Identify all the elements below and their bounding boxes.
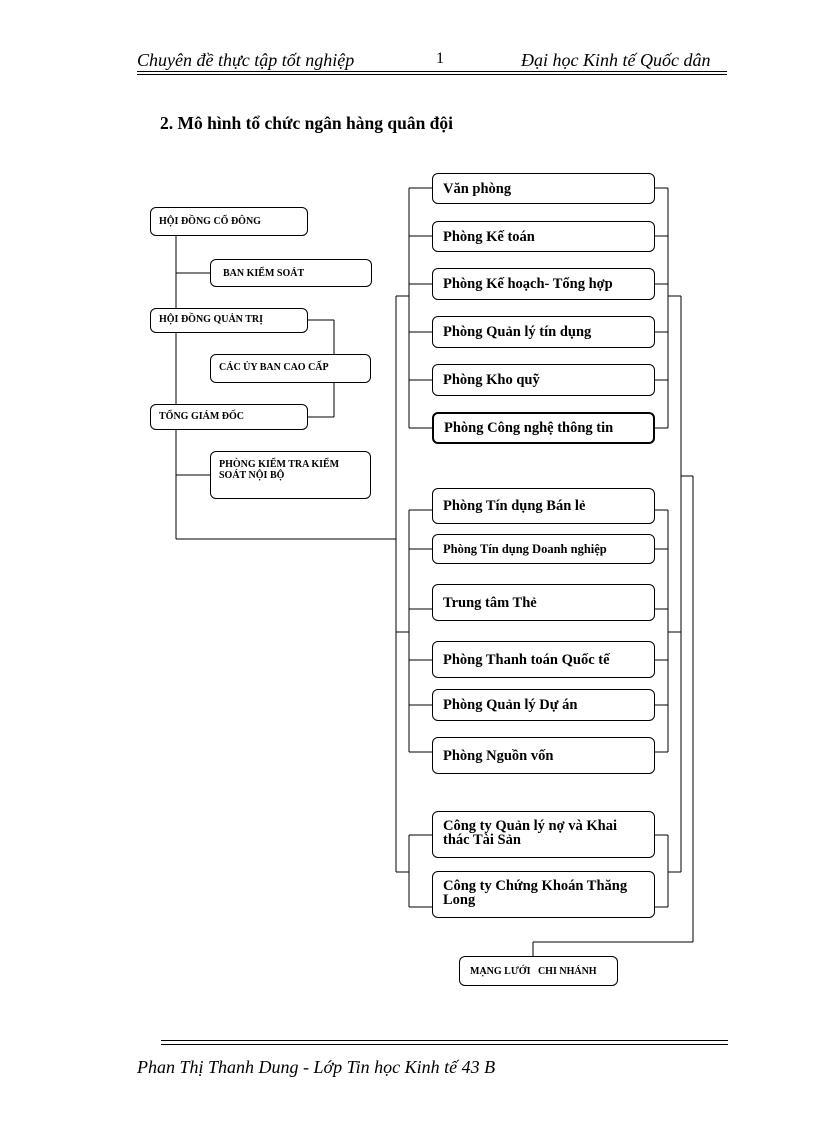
header-right-text: Đại học Kinh tế Quốc dân — [521, 50, 711, 70]
box-phong-ke-toan: Phòng Kế toán — [432, 221, 655, 252]
box-trung-tam-the: Trung tâm Thẻ — [432, 584, 655, 621]
box-hoi-dong-quan-tri: HỘI ĐỒNG QUẢN TRỊ — [150, 308, 308, 333]
box-phong-cong-nghe-thong-tin: Phòng Công nghệ thông tin — [432, 412, 655, 444]
box-cong-ty-quan-ly-no: Công ty Quản lý nợ và Khai thác Tài Sản — [432, 811, 655, 858]
box-phong-tin-dung-doanh-nghiep: Phòng Tín dụng Doanh nghiệp — [432, 534, 655, 564]
box-phong-kho-quy: Phòng Kho quỹ — [432, 364, 655, 396]
section-title: 2. Mô hình tổ chức ngân hàng quân đội — [160, 113, 454, 133]
box-phong-quan-ly-tin-dung: Phòng Quản lý tín dụng — [432, 316, 655, 348]
page-number: 1 — [436, 50, 444, 67]
box-van-phong: Văn phòng — [432, 173, 655, 204]
box-phong-ke-hoach-tong-hop: Phòng Kế hoạch- Tổng hợp — [432, 268, 655, 300]
box-phong-thanh-toan-quoc-te: Phòng Thanh toán Quốc tế — [432, 641, 655, 678]
box-phong-kiem-tra-kiem-soat: PHÒNG KIỂM TRA KIỂM SOÁT NỘI BỘ — [210, 451, 371, 499]
box-ban-kiem-soat: BAN KIỂM SOÁT — [210, 259, 372, 287]
header-rule-bottom — [137, 74, 727, 75]
header-left-text: Chuyên đề thực tập tốt nghiệp — [137, 50, 355, 70]
box-phong-quan-ly-du-an: Phòng Quản lý Dự án — [432, 689, 655, 721]
footer-author: Phan Thị Thanh Dung - Lớp Tin học Kinh t… — [137, 1057, 496, 1077]
header-rule-top — [137, 71, 727, 72]
box-hoi-dong-co-dong: HỘI ĐỒNG CỔ ĐÔNG — [150, 207, 308, 236]
box-tong-giam-doc: TỔNG GIÁM ĐỐC — [150, 404, 308, 430]
box-mang-luoi-chi-nhanh: MẠNG LƯỚI CHI NHÁNH — [459, 956, 618, 986]
box-cong-ty-chung-khoan: Công ty Chứng Khoán Thăng Long — [432, 871, 655, 918]
box-cac-uy-ban-cao-cap: CÁC ỦY BAN CAO CẤP — [210, 354, 371, 383]
box-phong-tin-dung-ban-le: Phòng Tín dụng Bán lẻ — [432, 488, 655, 524]
box-phong-nguon-von: Phòng Nguồn vốn — [432, 737, 655, 774]
footer-rule-top — [161, 1040, 728, 1041]
footer-rule-bottom — [161, 1044, 728, 1045]
